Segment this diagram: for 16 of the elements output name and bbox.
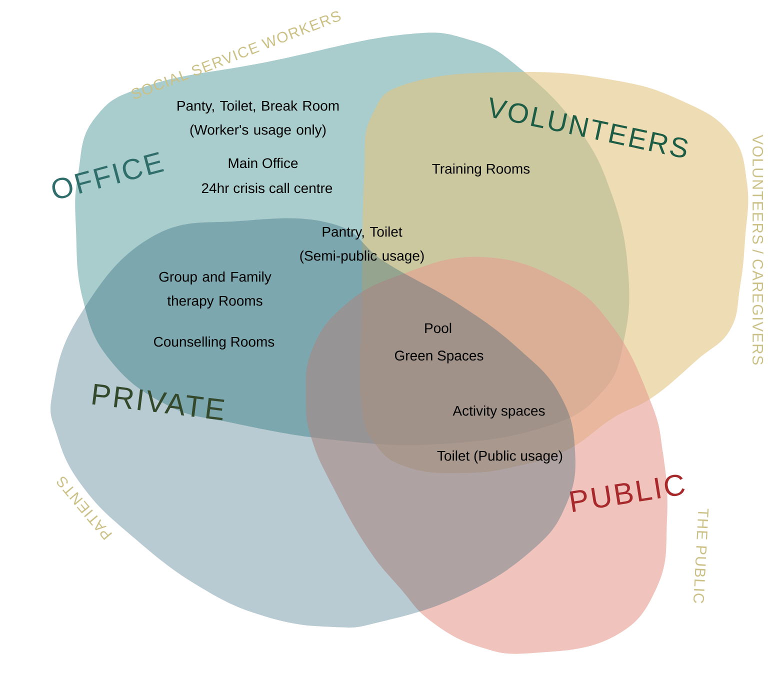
room-label: Activity spaces (452, 405, 545, 419)
room-label: Pantry, Toilet (Semi-public usage) (300, 226, 424, 264)
room-label: Main Office (228, 158, 298, 168)
room-label: Toilet (Public usage) (437, 450, 562, 464)
region-heading: PRIVATE (92, 384, 224, 420)
region-heading: PUBLIC (570, 474, 685, 512)
room-label: 24hr crisis call centre (202, 182, 332, 194)
region-heading: OFFICE (52, 152, 164, 198)
room-label: Group and Family therapy Rooms (159, 271, 272, 309)
room-label: Training Rooms (432, 163, 530, 177)
room-label: Pool (425, 322, 452, 334)
room-label: Panty, Toilet, Break Room (Worker's usage only) (178, 100, 339, 138)
caption-text: VOLUNTEERS / CAREGIVERS (752, 134, 764, 365)
room-label: Counselling Rooms (154, 336, 274, 350)
room-label: Green Spaces (394, 350, 484, 364)
caption-text: THE PUBLIC (693, 508, 709, 604)
